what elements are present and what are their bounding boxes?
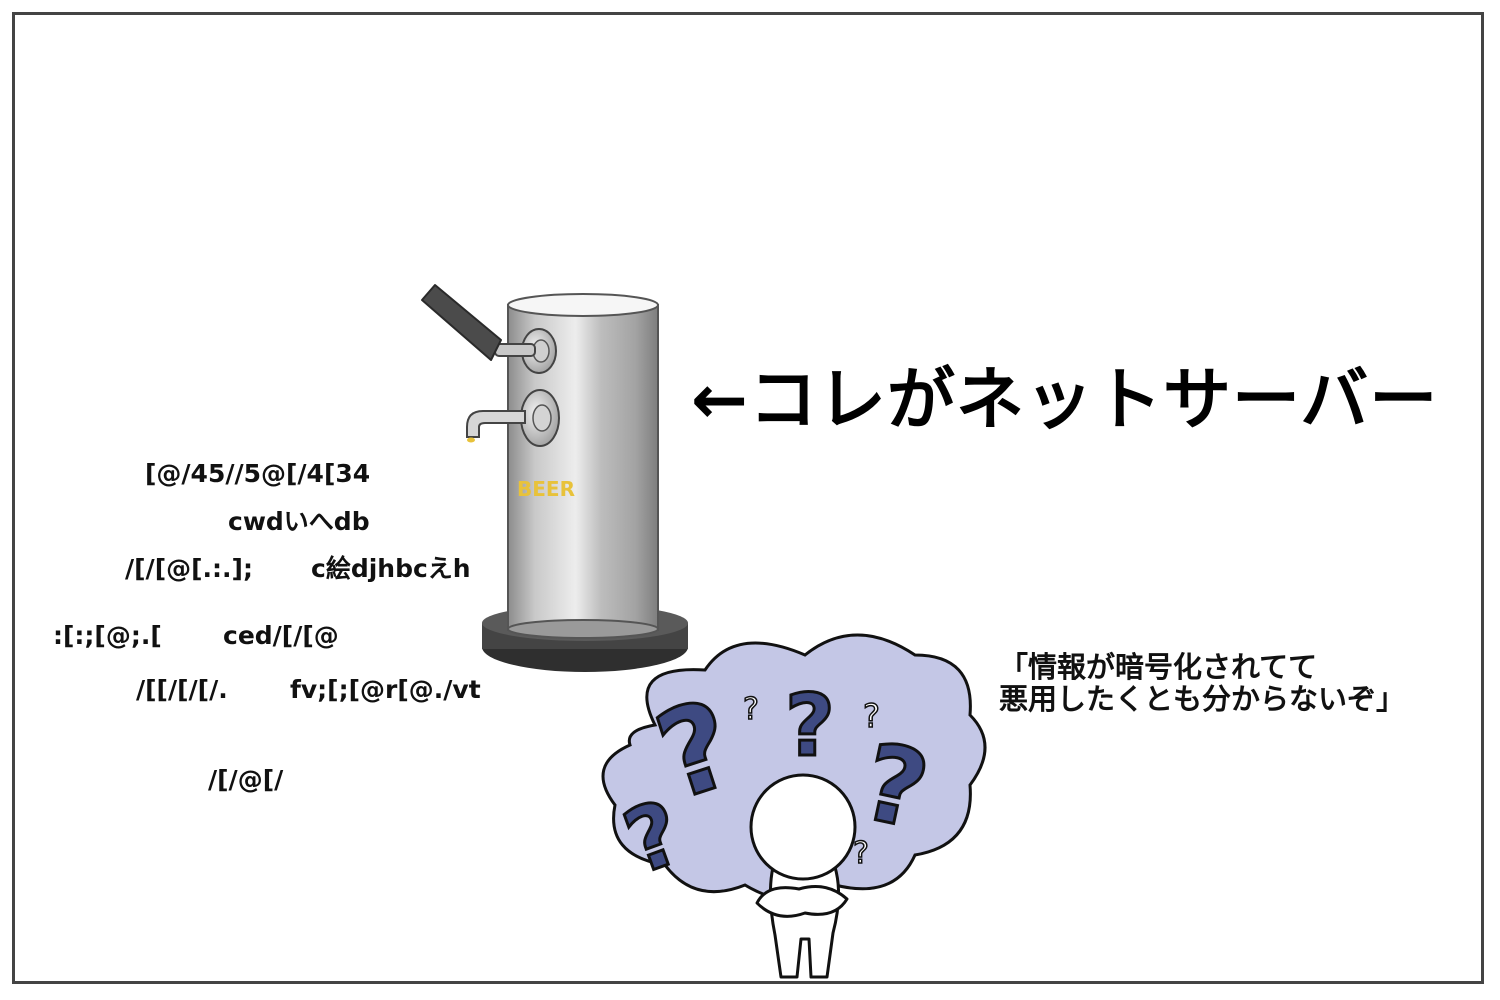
thought-cloud <box>601 633 987 902</box>
small-question-mark-icon: ? <box>863 697 880 735</box>
small-question-mark-icon: ? <box>743 692 759 727</box>
server-bottom-rim <box>507 619 659 639</box>
encrypted-text-6: ced/[/[@ <box>223 621 339 650</box>
small-question-mark-icons: ? ? ? <box>742 691 880 872</box>
encrypted-text-7: /[[/[/[/. <box>136 675 228 704</box>
lever-stem <box>494 343 536 357</box>
question-mark-icon: ? <box>785 676 835 776</box>
person-body <box>768 865 841 979</box>
server-top-opening <box>507 293 659 317</box>
speech-text: 「情報が暗号化されてて 悪用したくとも分からないぞ」 <box>999 651 1405 716</box>
beer-drop <box>467 437 475 443</box>
tap-handle-icon <box>421 284 502 361</box>
beer-label: BEER <box>517 477 575 501</box>
encrypted-text-4: c絵djhbcえh <box>311 554 471 583</box>
encrypted-text-5: :[:;[@;.[ <box>53 621 162 650</box>
person-arms <box>755 885 849 918</box>
encrypted-text-3: /[/[@[.:.]; <box>125 554 253 583</box>
speech-line-2: 悪用したくとも分からないぞ」 <box>999 682 1406 717</box>
speech-line-1: 「情報が暗号化されてて <box>999 650 1318 684</box>
encrypted-text-1: [@/45//5@[/4[34 <box>145 459 371 488</box>
encrypted-text-8: fv;[;[@r[@./vt <box>290 675 481 704</box>
confused-person <box>749 773 857 979</box>
lower-knob-center <box>532 404 552 432</box>
person-head <box>749 773 857 881</box>
server-caption: ←コレがネットサーバー <box>691 361 1439 440</box>
comic-panel: BEER ? ? ? ? ? ? ? ←コレがネットサーバー [@/45 <box>12 12 1484 984</box>
encrypted-text-9: /[/@[/ <box>208 765 284 794</box>
spout-icon <box>466 410 526 438</box>
beer-server-illustration: BEER ? ? ? ? ? ? ? <box>421 284 987 979</box>
encrypted-text-2: cwdいへdb <box>228 507 370 536</box>
small-question-mark-icon: ? <box>853 836 869 871</box>
